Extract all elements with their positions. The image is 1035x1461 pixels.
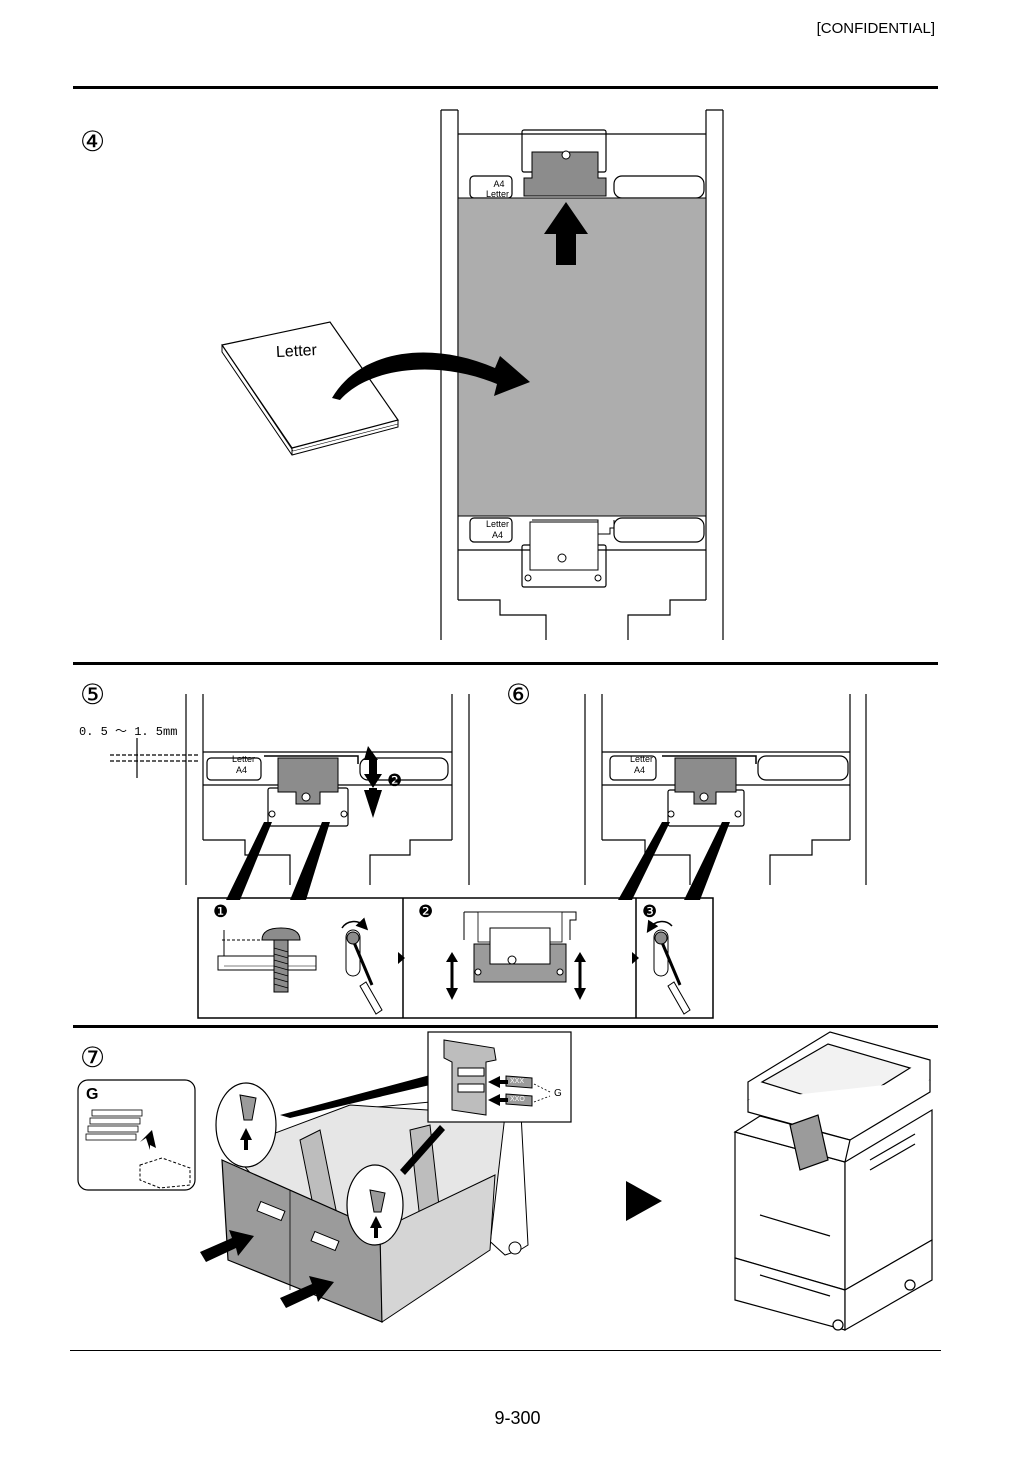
paper-ream-label: Letter — [275, 341, 318, 362]
rule-step5 — [73, 662, 938, 665]
step5-end-guide — [277, 757, 339, 805]
next-step-arrow-icon — [626, 1181, 662, 1221]
bottom-guide-screw-icon — [557, 553, 567, 563]
callout-leaders — [226, 822, 730, 900]
rule-step7 — [73, 1025, 938, 1028]
step-4-number: ④ — [80, 126, 106, 157]
paper-stack-loaded — [457, 197, 707, 517]
magnify-circle-left — [215, 1082, 277, 1168]
push-arrow-icon-2 — [280, 1276, 334, 1308]
screw-head-icon — [261, 927, 301, 941]
magnify-circle-right — [346, 1164, 404, 1246]
top-size-label: A4 — [493, 179, 505, 189]
step5-size-label-a4: A4 — [236, 765, 248, 775]
letter-paper-ream — [221, 321, 399, 456]
part-label-xxx-2: XXO — [510, 1096, 525, 1103]
top-rule — [73, 86, 938, 89]
step5-tray-figure — [110, 694, 470, 885]
up-arrow-icon — [544, 202, 588, 265]
step6-end-guide — [674, 757, 737, 805]
guide-screw-icon — [561, 150, 571, 160]
panel3-screw-tighten — [646, 919, 691, 1015]
top-size-label-letter: Letter — [486, 189, 510, 199]
step6-size-label-letter: Letter — [630, 754, 654, 764]
adjust-updown-arrow-icon — [364, 746, 378, 760]
push-arrow-icon — [200, 1230, 254, 1262]
panel1-screw-loosen — [217, 917, 383, 1015]
step5-size-label-letter: Letter — [232, 754, 256, 763]
part-g-inset — [427, 1031, 572, 1123]
multifunction-printer — [733, 1031, 933, 1332]
gap-spec-label: 0. 5 ～ 1. 5mm — [79, 725, 178, 739]
bottom-size-label-a4: A4 — [492, 530, 504, 540]
panel2-guide-adjust — [446, 911, 586, 1000]
detail-number-2: ❷ — [418, 902, 434, 921]
screwdriver-icon — [346, 931, 360, 945]
parts-kit-box — [77, 1079, 196, 1191]
step-6-number: ⑥ — [506, 679, 532, 710]
step6-size-label-a4: A4 — [634, 765, 646, 775]
step5-callout-2: ❷ — [387, 771, 403, 790]
part-label-g: G — [554, 1088, 562, 1099]
bottom-size-label-letter: Letter — [486, 519, 510, 529]
detail-number-1: ❶ — [213, 902, 229, 921]
kit-label-g: G — [86, 1086, 99, 1103]
insert-curved-arrow-icon — [332, 352, 530, 400]
top-end-guide — [523, 151, 607, 197]
step-7-number: ⑦ — [80, 1042, 106, 1073]
detail-number-3: ❸ — [642, 902, 658, 921]
step-5-number: ⑤ — [80, 679, 106, 710]
bottom-rule — [70, 1350, 941, 1351]
part-label-xxx-1: XXX — [510, 1078, 525, 1085]
page-number: 9-300 — [494, 1408, 541, 1428]
confidential-header: [CONFIDENTIAL] — [816, 20, 935, 37]
